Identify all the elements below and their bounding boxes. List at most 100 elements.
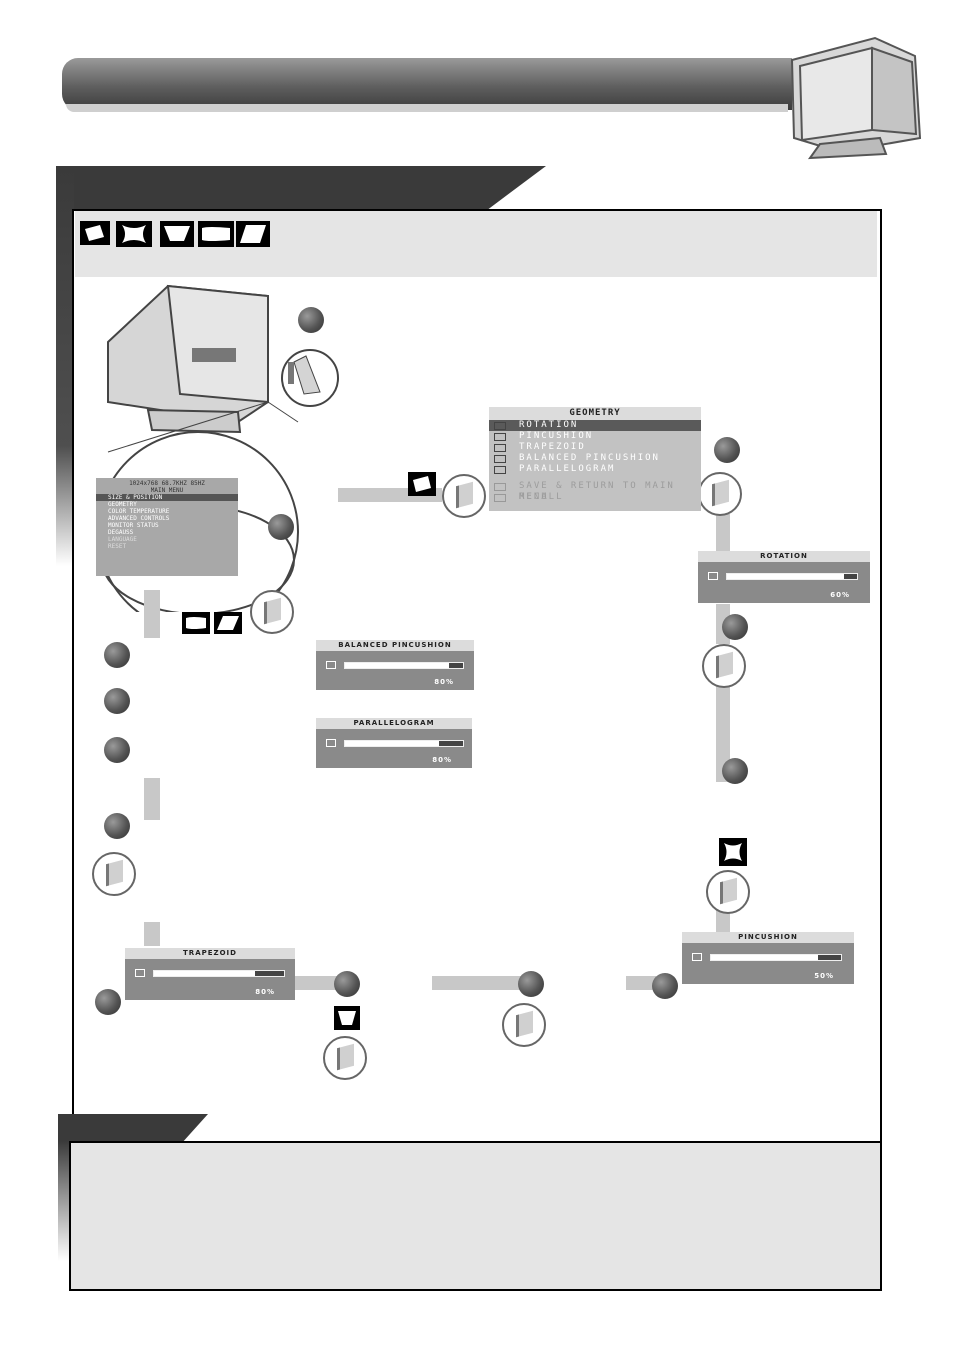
control-button[interactable] (442, 474, 486, 518)
menu-item-recall[interactable]: RECALL (489, 492, 701, 503)
control-button[interactable] (698, 472, 742, 516)
step-marker (95, 989, 121, 1015)
title-bar-shadow (66, 104, 788, 112)
control-button[interactable] (706, 870, 750, 914)
main-menu-item[interactable]: COLOR TEMPERATURE (108, 508, 170, 515)
main-menu-item[interactable]: LANGUAGE (108, 536, 137, 543)
pincushion-slider: PINCUSHION 50% (682, 932, 854, 984)
balanced-pincushion-slider: BALANCED PINCUSHION 80% (316, 640, 474, 690)
bottom-left-strip (58, 1141, 70, 1261)
slider-title: TRAPEZOID (125, 948, 295, 959)
menu-item-label: ROTATION (519, 420, 579, 430)
connector-bar (716, 686, 730, 782)
trapezoid-slider: TRAPEZOID 80% (125, 948, 295, 1000)
balanced-pincushion-icon (326, 661, 336, 669)
main-menu-item[interactable]: ADVANCED CONTROLS (108, 515, 170, 522)
rotation-icon (408, 472, 436, 496)
slider-value: 80% (255, 988, 275, 996)
rotation-slider: ROTATION 60% (698, 551, 870, 603)
menu-item-label: TRAPEZOID (519, 442, 586, 452)
parallelogram-icon (326, 739, 336, 747)
connector-bar (144, 778, 160, 820)
geometry-menu: GEOMETRY ROTATION PINCUSHION TRAPEZOID B… (489, 407, 701, 511)
slider-track[interactable] (344, 740, 464, 747)
control-button[interactable] (702, 644, 746, 688)
connector-bar (626, 976, 656, 990)
main-menu-item[interactable]: DEGAUSS (108, 529, 134, 536)
menu-item-pincushion[interactable]: PINCUSHION (489, 431, 701, 442)
step-marker (268, 514, 294, 540)
connector-bar (716, 514, 730, 552)
slider-value: 60% (830, 591, 850, 599)
step-marker (518, 971, 544, 997)
menu-item-label: PARALLELOGRAM (519, 464, 616, 474)
section-left-strip (56, 166, 74, 566)
menu-item-save-return[interactable]: SAVE & RETURN TO MAIN MENU (489, 481, 701, 502)
step-marker (104, 688, 130, 714)
menu-item-label: RECALL (519, 492, 564, 502)
control-button[interactable] (502, 1003, 546, 1047)
slider-title: BALANCED PINCUSHION (316, 640, 474, 651)
slider-fill (345, 741, 440, 746)
slider-track[interactable] (726, 573, 858, 580)
main-menu-osd: 1024x768 68.7KHZ 85HZ MAIN MENU SIZE & P… (96, 478, 238, 576)
step-marker (652, 973, 678, 999)
parallelogram-slider: PARALLELOGRAM 80% (316, 718, 472, 768)
slider-fill (727, 574, 844, 579)
trapezoid-icon (135, 969, 145, 977)
control-button[interactable] (92, 852, 136, 896)
main-menu-item[interactable]: RESET (108, 543, 127, 550)
slider-title: ROTATION (698, 551, 870, 562)
pincushion-icon (122, 225, 146, 243)
connector-bar (294, 976, 338, 990)
trapezoid-icon (164, 226, 190, 241)
menu-item-label: BALANCED PINCUSHION (519, 453, 660, 463)
pincushion-icon (719, 838, 747, 866)
control-button[interactable] (250, 590, 294, 634)
slider-track[interactable] (153, 970, 285, 977)
main-menu-item[interactable]: SIZE & POSITION (96, 494, 238, 501)
parallelogram-icon (240, 225, 266, 243)
step-marker (104, 642, 130, 668)
main-menu-resolution: 1024x768 68.7KHZ 85HZ (129, 480, 205, 487)
connector-bar (144, 922, 160, 946)
page-title-bar (62, 58, 792, 110)
pincushion-icon (692, 953, 702, 961)
rotation-icon (708, 572, 718, 580)
menu-item-rotation[interactable]: ROTATION (489, 420, 701, 431)
slider-fill (154, 971, 256, 976)
slider-title: PARALLELOGRAM (316, 718, 472, 729)
connector-bar (144, 590, 160, 638)
menu-item-balanced-pincushion[interactable]: BALANCED PINCUSHION (489, 453, 701, 464)
parallelogram-icon (214, 612, 242, 634)
slider-title: PINCUSHION (682, 932, 854, 943)
geometry-menu-title: GEOMETRY (489, 407, 701, 420)
bottom-info-box (69, 1141, 882, 1291)
menu-item-parallelogram[interactable]: PARALLELOGRAM (489, 464, 701, 475)
balanced-pincushion-icon (182, 612, 210, 634)
menu-item-label: SAVE & RETURN TO MAIN MENU (519, 481, 675, 502)
bottom-section-tab (58, 1114, 208, 1144)
main-menu-item[interactable]: MONITOR STATUS (108, 522, 159, 529)
slider-fill (345, 663, 449, 668)
menu-item-trapezoid[interactable]: TRAPEZOID (489, 442, 701, 453)
slider-value: 50% (814, 972, 834, 980)
slider-track[interactable] (710, 954, 842, 961)
control-button[interactable] (323, 1036, 367, 1080)
step-marker (722, 758, 748, 784)
menu-item-label: PINCUSHION (519, 431, 594, 441)
section-tab (56, 166, 546, 210)
connector-bar (432, 976, 524, 990)
step-marker (722, 614, 748, 640)
connector-bar (716, 910, 730, 934)
slider-track[interactable] (344, 662, 464, 669)
slider-value: 80% (434, 678, 454, 686)
step-marker (714, 437, 740, 463)
balanced-pincushion-icon (202, 227, 230, 241)
slider-value: 80% (432, 756, 452, 764)
slider-fill (711, 955, 818, 960)
rotation-icon (85, 225, 104, 241)
geometry-icons-strip (80, 221, 270, 247)
trapezoid-icon (334, 1006, 360, 1030)
main-menu-item[interactable]: GEOMETRY (108, 501, 137, 508)
